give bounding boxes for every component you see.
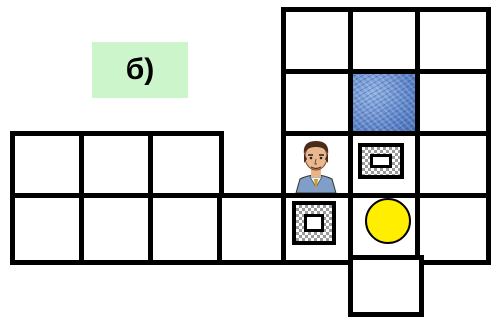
man-portrait-icon[interactable] xyxy=(290,137,342,193)
task-label: б) xyxy=(92,42,188,98)
checkered-box-icon[interactable] xyxy=(292,201,336,245)
board-cell[interactable] xyxy=(348,255,424,317)
man-portrait-svg xyxy=(290,137,342,193)
board-cell[interactable] xyxy=(10,193,86,265)
task-label-text: б) xyxy=(126,53,155,87)
yellow-ball-icon[interactable] xyxy=(365,198,411,244)
board-cell[interactable] xyxy=(148,193,224,265)
board-cell[interactable] xyxy=(415,193,491,265)
board-cell[interactable] xyxy=(217,193,286,265)
board-cell[interactable] xyxy=(79,193,155,265)
checkered-box-icon[interactable] xyxy=(358,143,404,179)
